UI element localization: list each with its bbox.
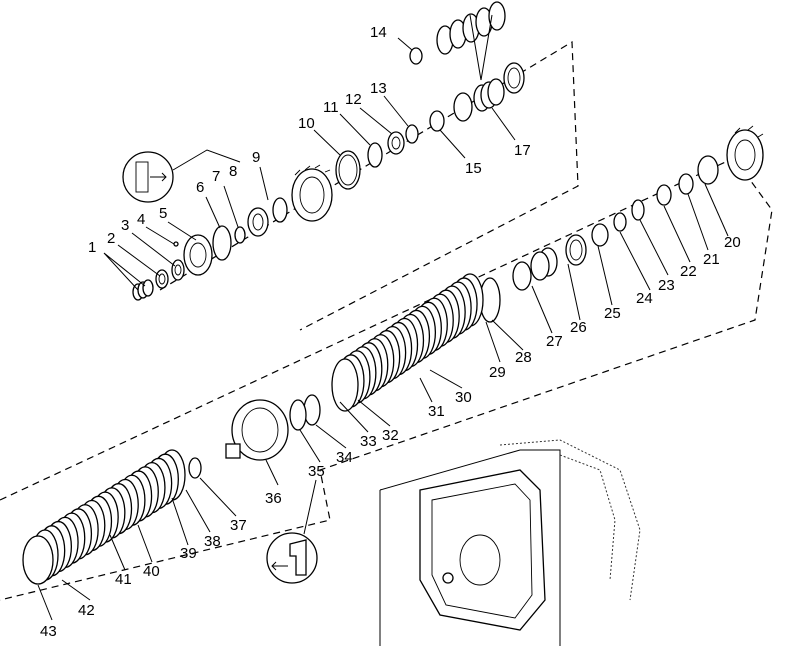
callout-40: 40 [143,563,160,580]
callout-1: 1 [88,239,96,256]
callout-11: 11 [323,99,339,116]
spring-pack-top [436,1,506,55]
callout-2: 2 [107,230,115,247]
callout-32: 32 [382,427,399,444]
part-23-snap-ring [631,199,645,221]
callout-14: 14 [370,24,387,41]
callout-34: 34 [336,449,353,466]
callout-4: 4 [137,211,145,228]
part-15-ring [429,110,445,132]
part-11-ring [367,142,383,168]
callout-20: 20 [724,234,741,251]
part-14-nut [409,47,423,65]
part-5-bearing [183,234,213,276]
callout-36: 36 [265,490,282,507]
callout-24: 24 [636,290,653,307]
part-20-ring [697,155,719,185]
part-12-bearing [387,131,405,155]
part-27-springs [512,247,558,291]
clutch-pack-30-plate [331,358,359,412]
part-37-ring [188,457,202,479]
callout-10: 10 [298,115,315,132]
callout-22: 22 [680,263,697,280]
callout-33: 33 [360,433,377,450]
transmission-housing-icon [379,439,641,646]
callout-12: 12 [345,91,362,108]
part-3-ring [171,259,185,281]
part-25-ring [591,223,609,247]
callout-15: 15 [465,160,482,177]
seal-detail-icon [266,479,318,584]
callout-28: 28 [515,349,532,366]
callout-9: 9 [252,149,260,166]
callout-35: 35 [308,463,325,480]
part-10-ring [335,150,361,190]
callout-21: 21 [703,251,720,268]
part-8-bearing [247,207,269,237]
callout-39: 39 [180,545,197,562]
part-35-ring [289,399,307,431]
part-17-springs [473,78,505,112]
gear-cluster [291,164,333,222]
part-34-ring [303,394,321,426]
callout-17: 17 [514,142,531,159]
part-13-washer [405,124,419,144]
callout-labels: 1 2 3 4 5 6 7 8 9 10 11 12 13 14 15 17 2… [40,24,741,640]
part-2-washer [155,269,169,289]
callout-31: 31 [428,403,445,420]
part-4-ball [173,241,179,247]
callout-26: 26 [570,319,587,336]
callout-23: 23 [658,277,675,294]
callout-8: 8 [229,163,237,180]
part-18-ring [503,62,525,94]
callout-25: 25 [604,305,621,322]
callout-7: 7 [212,168,220,185]
callout-6: 6 [196,179,204,196]
clutch-pack-30 [331,273,484,412]
callout-41: 41 [115,571,132,588]
callout-27: 27 [546,333,563,350]
part-22-ring [656,184,672,206]
leader-lines [37,14,729,621]
upper-group-boundary [159,40,579,331]
callout-30: 30 [455,389,472,406]
gear-20 [726,125,764,181]
part-9-ring [272,197,288,223]
part-21-ring [678,173,694,195]
part-43-ring [22,535,54,585]
part-7-washer [234,226,246,244]
part-16-ring [453,92,473,122]
part-1-rollers [132,279,154,301]
drum-36 [225,399,289,461]
callout-29: 29 [489,364,506,381]
callout-38: 38 [204,533,221,550]
part-24-ring [613,212,627,232]
bearing-detail-icon [122,149,241,203]
callout-37: 37 [230,517,247,534]
callout-13: 13 [370,80,387,97]
callout-42: 42 [78,602,95,619]
part-6-snap-ring [212,225,232,261]
callout-3: 3 [121,217,129,234]
callout-5: 5 [159,205,167,222]
callout-43: 43 [40,623,57,640]
part-26-ring [565,234,587,266]
